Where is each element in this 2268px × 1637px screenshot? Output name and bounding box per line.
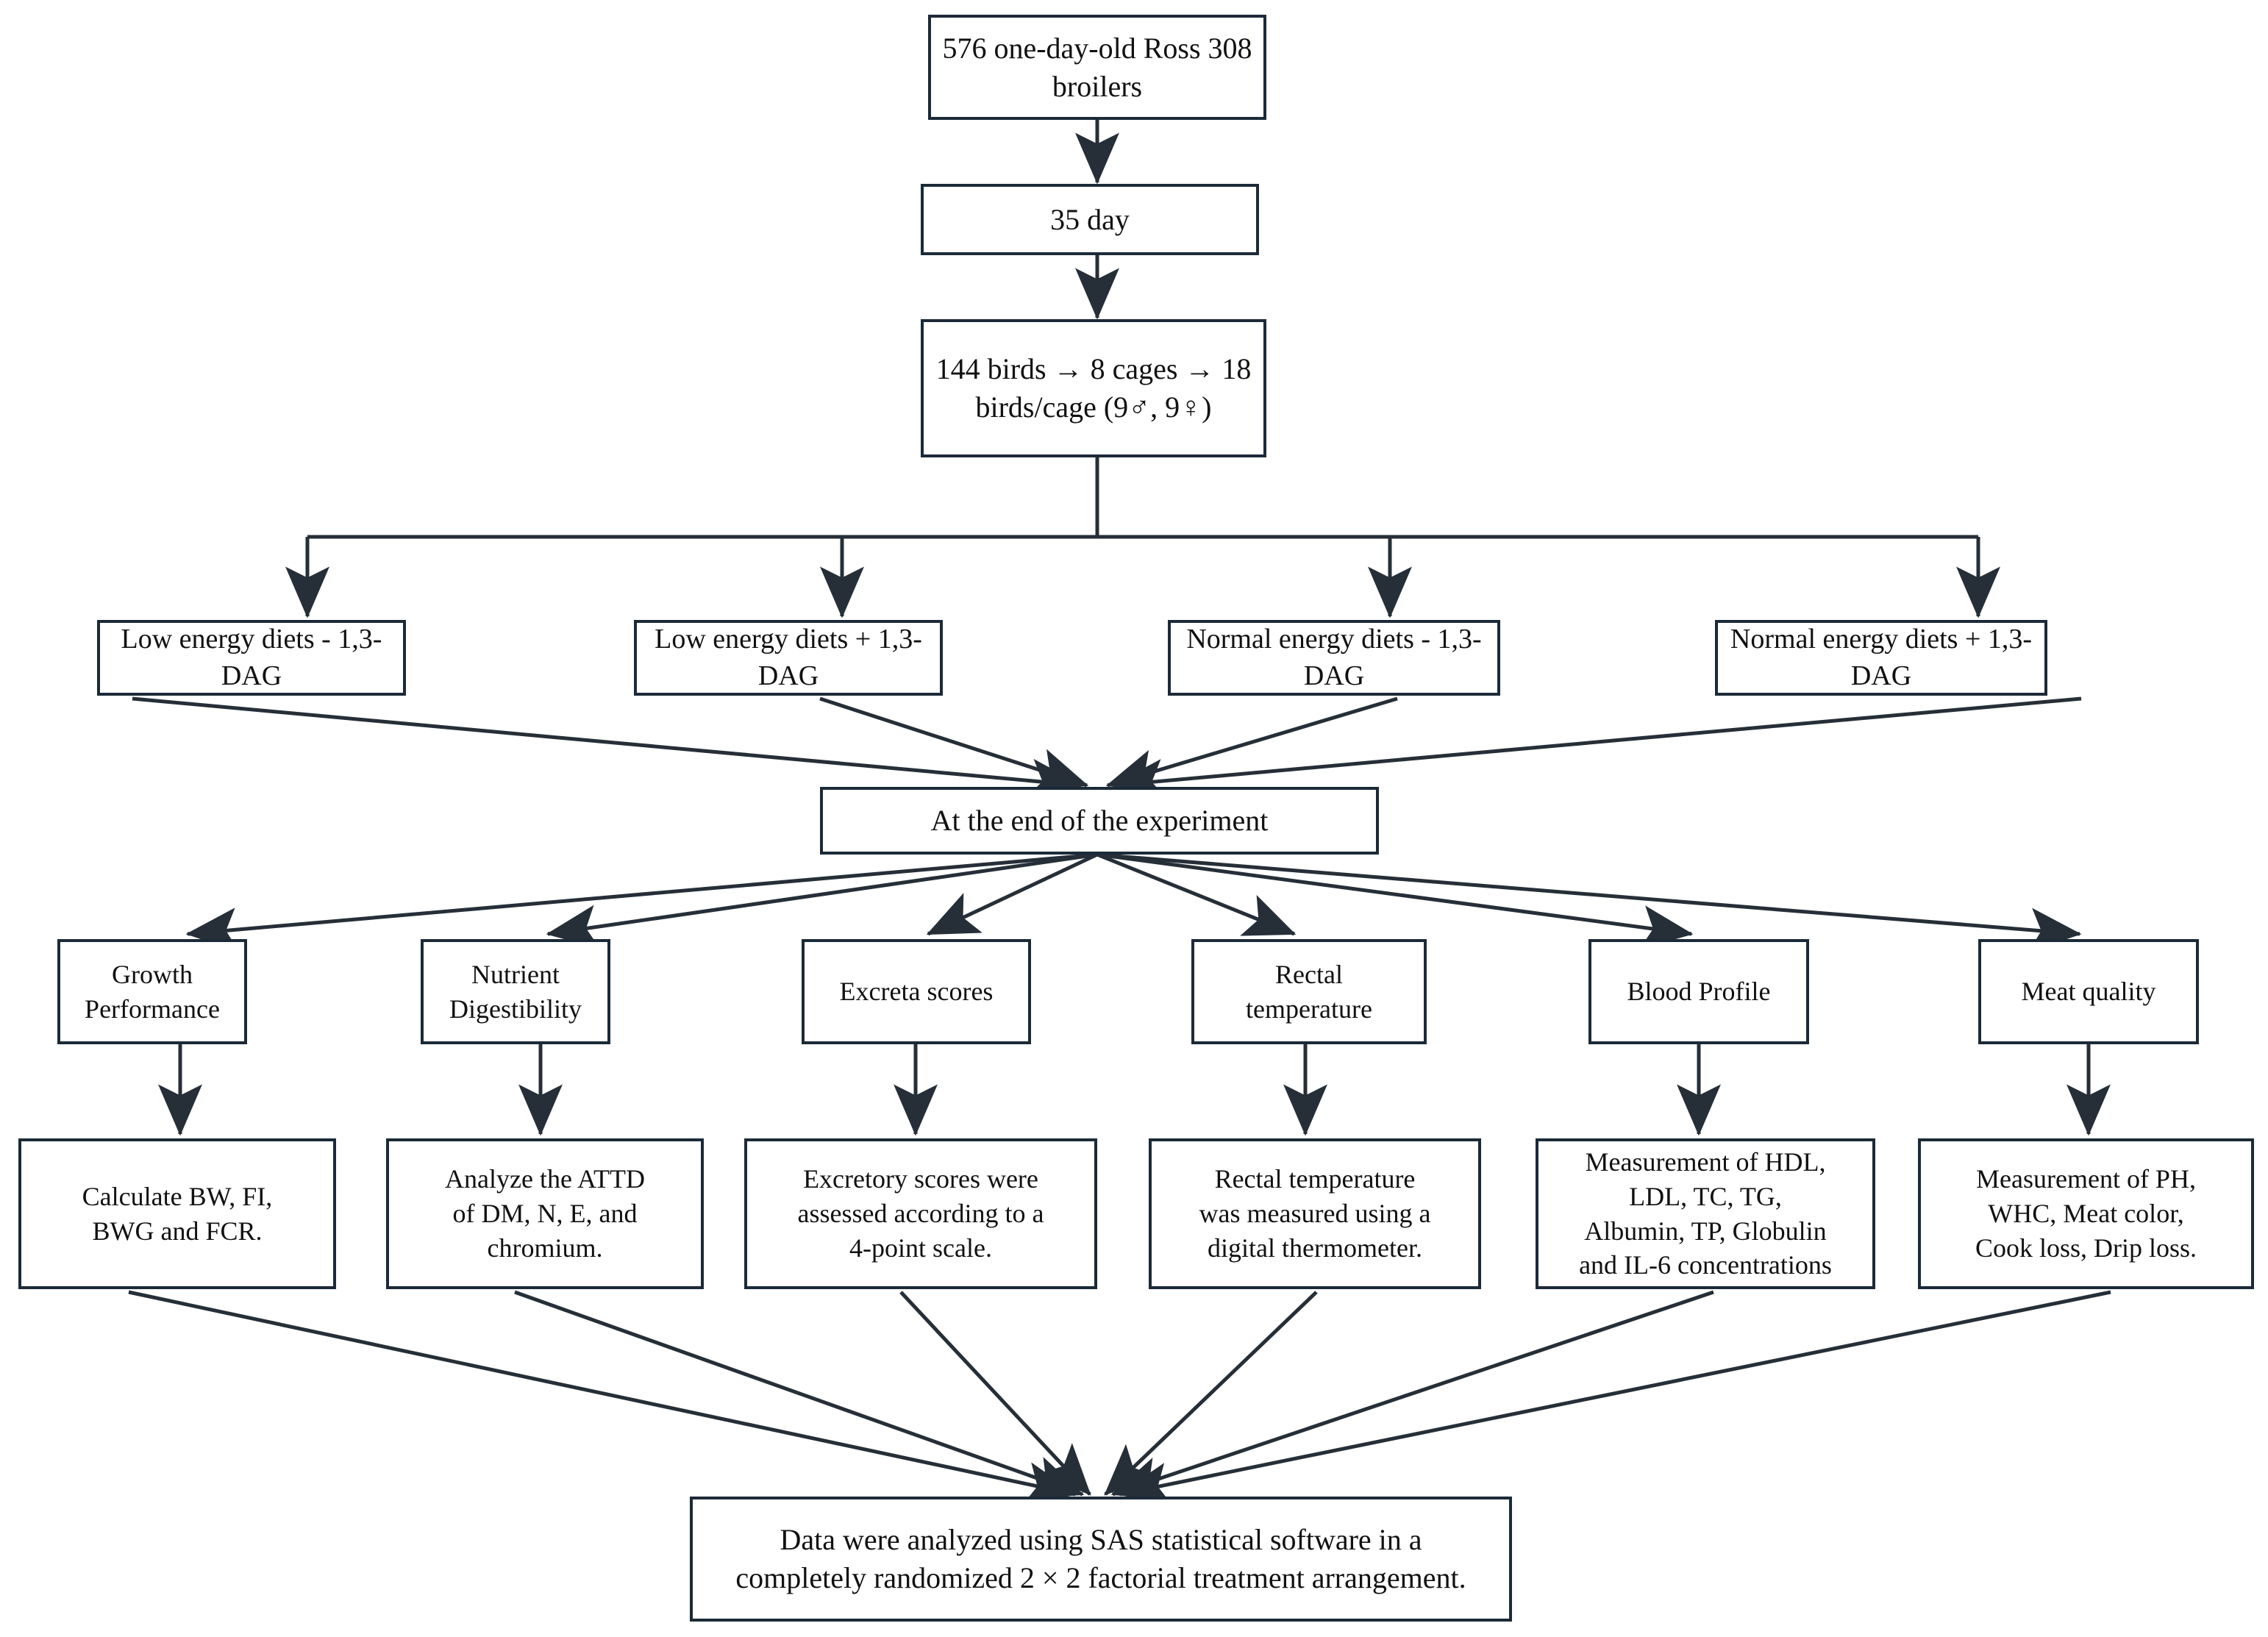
edge-end-to-cat5 — [1096, 852, 1694, 949]
edge-t1-to-end — [132, 696, 1083, 803]
node-category-blood-profile: Blood Profile — [1588, 939, 1809, 1044]
edge-detail3-to-analysis — [899, 1291, 1091, 1496]
node-category-nutrient-digestibility-label: Nutrient Digestibility — [449, 959, 582, 1024]
node-broiler-count-label: 576 one-day-old Ross 308 broilers — [942, 31, 1252, 103]
edge-t2-to-end — [819, 696, 1089, 791]
node-category-excreta-scores-label: Excreta scores — [839, 977, 994, 1007]
node-detail-nutrient-digestibility: Analyze the ATTD of DM, N, E, and chromi… — [386, 1138, 704, 1289]
edge-detail1-to-analysis — [128, 1290, 1077, 1506]
node-treatment-low-minus: Low energy diets - 1,3-DAG — [97, 620, 406, 696]
node-detail-growth-performance: Calculate BW, FI, BWG and FCR. — [18, 1138, 336, 1289]
node-category-excreta-scores: Excreta scores — [802, 939, 1031, 1044]
node-treatment-normal-minus: Normal energy diets - 1,3-DAG — [1168, 620, 1500, 696]
edge-detail4-to-analysis — [1104, 1291, 1318, 1496]
node-category-rectal-temperature-label: Rectal temperature — [1246, 959, 1372, 1024]
node-treatment-normal-plus-label: Normal energy diets + 1,3-DAG — [1730, 624, 2033, 691]
node-broiler-count: 576 one-day-old Ross 308 broilers — [928, 15, 1266, 120]
node-detail-meat-quality: Measurement of PH, WHC, Meat color, Cook… — [1918, 1138, 2254, 1289]
node-detail-rectal-temperature-label: Rectal temperature was measured using a … — [1199, 1164, 1431, 1263]
node-trial-duration-label: 35 day — [1050, 202, 1130, 236]
node-category-meat-quality-label: Meat quality — [2021, 977, 2156, 1007]
edge-detail5-to-analysis — [1110, 1290, 1714, 1499]
edge-detail6-to-analysis — [1118, 1290, 2111, 1506]
node-category-blood-profile-label: Blood Profile — [1627, 977, 1771, 1007]
edge-detail2-to-analysis — [514, 1290, 1085, 1499]
node-detail-excreta-scores-label: Excretory scores were assessed according… — [797, 1164, 1044, 1263]
node-detail-rectal-temperature: Rectal temperature was measured using a … — [1149, 1138, 1481, 1289]
node-treatment-low-plus-label: Low energy diets + 1,3-DAG — [655, 624, 922, 691]
node-end-of-experiment: At the end of the experiment — [820, 787, 1379, 855]
node-detail-nutrient-digestibility-label: Analyze the ATTD of DM, N, E, and chromi… — [445, 1164, 645, 1263]
node-detail-blood-profile: Measurement of HDL, LDL, TC, TG, Albumin… — [1536, 1138, 1875, 1289]
node-treatment-normal-plus: Normal energy diets + 1,3-DAG — [1715, 620, 2047, 696]
node-detail-excreta-scores: Excretory scores were assessed according… — [744, 1138, 1097, 1289]
node-category-growth-performance-label: Growth Performance — [85, 959, 220, 1024]
node-detail-blood-profile-label: Measurement of HDL, LDL, TC, TG, Albumin… — [1579, 1146, 1832, 1280]
edge-end-to-cat6 — [1096, 852, 2082, 952]
node-end-of-experiment-label: At the end of the experiment — [930, 804, 1269, 837]
node-statistical-analysis: Data were analyzed using SAS statistical… — [690, 1497, 1512, 1622]
edge-end-to-cat2 — [546, 852, 1098, 949]
node-treatment-low-plus: Low energy diets + 1,3-DAG — [634, 620, 943, 696]
node-statistical-analysis-label: Data were analyzed using SAS statistical… — [735, 1523, 1466, 1594]
node-bird-allocation: 144 birds → 8 cages → 18 birds/cage (9♂,… — [921, 319, 1266, 457]
node-category-meat-quality: Meat quality — [1978, 939, 2199, 1044]
edge-end-to-cat4 — [1096, 852, 1297, 936]
edge-end-to-cat3 — [926, 852, 1099, 936]
edge-t3-to-end — [1105, 696, 1398, 793]
edge-end-to-cat1 — [185, 852, 1098, 952]
node-bird-allocation-label: 144 birds → 8 cages → 18 birds/cage (9♂,… — [935, 352, 1252, 424]
edge-t4-to-end — [1111, 696, 2082, 803]
node-category-nutrient-digestibility: Nutrient Digestibility — [421, 939, 610, 1044]
node-category-growth-performance: Growth Performance — [57, 939, 247, 1044]
node-detail-meat-quality-label: Measurement of PH, WHC, Meat color, Cook… — [1975, 1164, 2197, 1263]
node-treatment-low-minus-label: Low energy diets - 1,3-DAG — [121, 624, 382, 691]
node-treatment-normal-minus-label: Normal energy diets - 1,3-DAG — [1186, 624, 1482, 691]
node-category-rectal-temperature: Rectal temperature — [1191, 939, 1427, 1044]
node-trial-duration: 35 day — [921, 184, 1259, 255]
node-detail-growth-performance-label: Calculate BW, FI, BWG and FCR. — [82, 1181, 273, 1246]
